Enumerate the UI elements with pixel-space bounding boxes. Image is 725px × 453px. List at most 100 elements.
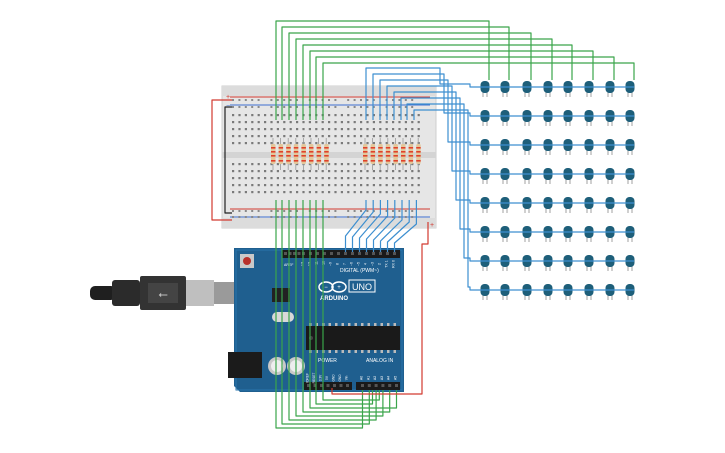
- wire-green-column[interactable]: [315, 56, 615, 120]
- led[interactable]: [625, 255, 635, 271]
- led[interactable]: [563, 284, 573, 300]
- led[interactable]: [500, 284, 510, 300]
- led[interactable]: [543, 110, 553, 126]
- resistor[interactable]: [385, 138, 391, 170]
- usb-cable[interactable]: ⭠: [90, 276, 238, 310]
- led[interactable]: [605, 81, 615, 97]
- led[interactable]: [584, 81, 594, 97]
- led[interactable]: [522, 110, 532, 126]
- led[interactable]: [563, 226, 573, 242]
- wire-blue-row[interactable]: [386, 85, 634, 175]
- resistor[interactable]: [309, 138, 314, 170]
- led[interactable]: [480, 284, 490, 300]
- led[interactable]: [480, 139, 490, 155]
- led[interactable]: [480, 226, 490, 242]
- led[interactable]: [625, 81, 635, 97]
- wire-green-column[interactable]: [281, 26, 510, 120]
- led[interactable]: [500, 255, 510, 271]
- wire-blue-to-digital[interactable]: [386, 200, 410, 252]
- led[interactable]: [480, 255, 490, 271]
- wire-green-to-analog[interactable]: [302, 200, 391, 413]
- resistor[interactable]: [286, 138, 291, 170]
- led[interactable]: [522, 255, 532, 271]
- wire-blue-row[interactable]: [372, 73, 634, 120]
- led[interactable]: [605, 197, 615, 213]
- led[interactable]: [500, 226, 510, 242]
- led[interactable]: [625, 284, 635, 300]
- wire-red-rail[interactable]: [211, 99, 232, 221]
- led[interactable]: [543, 226, 553, 242]
- resistor[interactable]: [293, 138, 299, 170]
- wire-green-column[interactable]: [309, 50, 594, 120]
- led[interactable]: [480, 81, 490, 97]
- resistor[interactable]: [393, 138, 398, 170]
- led[interactable]: [563, 255, 573, 271]
- led[interactable]: [480, 197, 490, 213]
- led[interactable]: [625, 226, 635, 242]
- led[interactable]: [605, 226, 615, 242]
- led[interactable]: [625, 197, 635, 213]
- resistor[interactable]: [363, 138, 368, 170]
- led[interactable]: [584, 255, 594, 271]
- wire-blue-to-digital[interactable]: [393, 200, 417, 252]
- led[interactable]: [543, 197, 553, 213]
- wire-red-5v[interactable]: [331, 222, 429, 395]
- wire-green-to-analog[interactable]: [322, 200, 380, 401]
- led[interactable]: [584, 197, 594, 213]
- resistor[interactable]: [408, 138, 414, 170]
- led[interactable]: [605, 168, 615, 184]
- led[interactable]: [543, 284, 553, 300]
- wire-blue-to-digital[interactable]: [372, 200, 396, 252]
- wire-black-rail[interactable]: [224, 106, 232, 214]
- led[interactable]: [605, 139, 615, 155]
- led[interactable]: [563, 197, 573, 213]
- led[interactable]: [480, 168, 490, 184]
- resistor[interactable]: [378, 138, 383, 170]
- resistor[interactable]: [416, 138, 421, 170]
- led[interactable]: [563, 110, 573, 126]
- wire-green-column[interactable]: [322, 62, 635, 120]
- wire-blue-to-digital[interactable]: [351, 200, 374, 252]
- wire-green-to-analog[interactable]: [315, 200, 374, 405]
- wire-green-to-analog[interactable]: [275, 200, 364, 429]
- resistor[interactable]: [401, 138, 406, 170]
- led[interactable]: [625, 139, 635, 155]
- resistor[interactable]: [278, 138, 284, 170]
- led[interactable]: [522, 284, 532, 300]
- resistor[interactable]: [301, 138, 306, 170]
- wires[interactable]: [211, 20, 635, 429]
- reset-button-cap[interactable]: [243, 257, 251, 265]
- led[interactable]: [500, 110, 510, 126]
- led[interactable]: [584, 139, 594, 155]
- led[interactable]: [522, 226, 532, 242]
- wire-blue-row[interactable]: [365, 67, 634, 120]
- resistor[interactable]: [324, 138, 329, 170]
- resistor[interactable]: [271, 138, 276, 170]
- led[interactable]: [584, 226, 594, 242]
- wire-blue-row[interactable]: [393, 91, 634, 204]
- wire-green-to-analog[interactable]: [295, 200, 384, 417]
- wire-blue-row[interactable]: [406, 103, 634, 262]
- led-matrix[interactable]: [480, 81, 635, 300]
- led[interactable]: [543, 168, 553, 184]
- led[interactable]: [500, 197, 510, 213]
- wire-blue-to-digital[interactable]: [379, 200, 403, 252]
- led[interactable]: [563, 81, 573, 97]
- led[interactable]: [543, 139, 553, 155]
- led[interactable]: [500, 168, 510, 184]
- breadboard[interactable]: + − +: [221, 85, 437, 229]
- led[interactable]: [584, 168, 594, 184]
- led[interactable]: [522, 168, 532, 184]
- resistor[interactable]: [316, 138, 322, 170]
- resistor[interactable]: [370, 138, 376, 170]
- led[interactable]: [605, 110, 615, 126]
- led[interactable]: [522, 139, 532, 155]
- wire-green-to-analog[interactable]: [281, 200, 370, 425]
- led[interactable]: [543, 255, 553, 271]
- led[interactable]: [563, 168, 573, 184]
- led[interactable]: [522, 81, 532, 97]
- led[interactable]: [563, 139, 573, 155]
- led[interactable]: [605, 284, 615, 300]
- led[interactable]: [584, 110, 594, 126]
- wire-blue-row[interactable]: [413, 109, 634, 291]
